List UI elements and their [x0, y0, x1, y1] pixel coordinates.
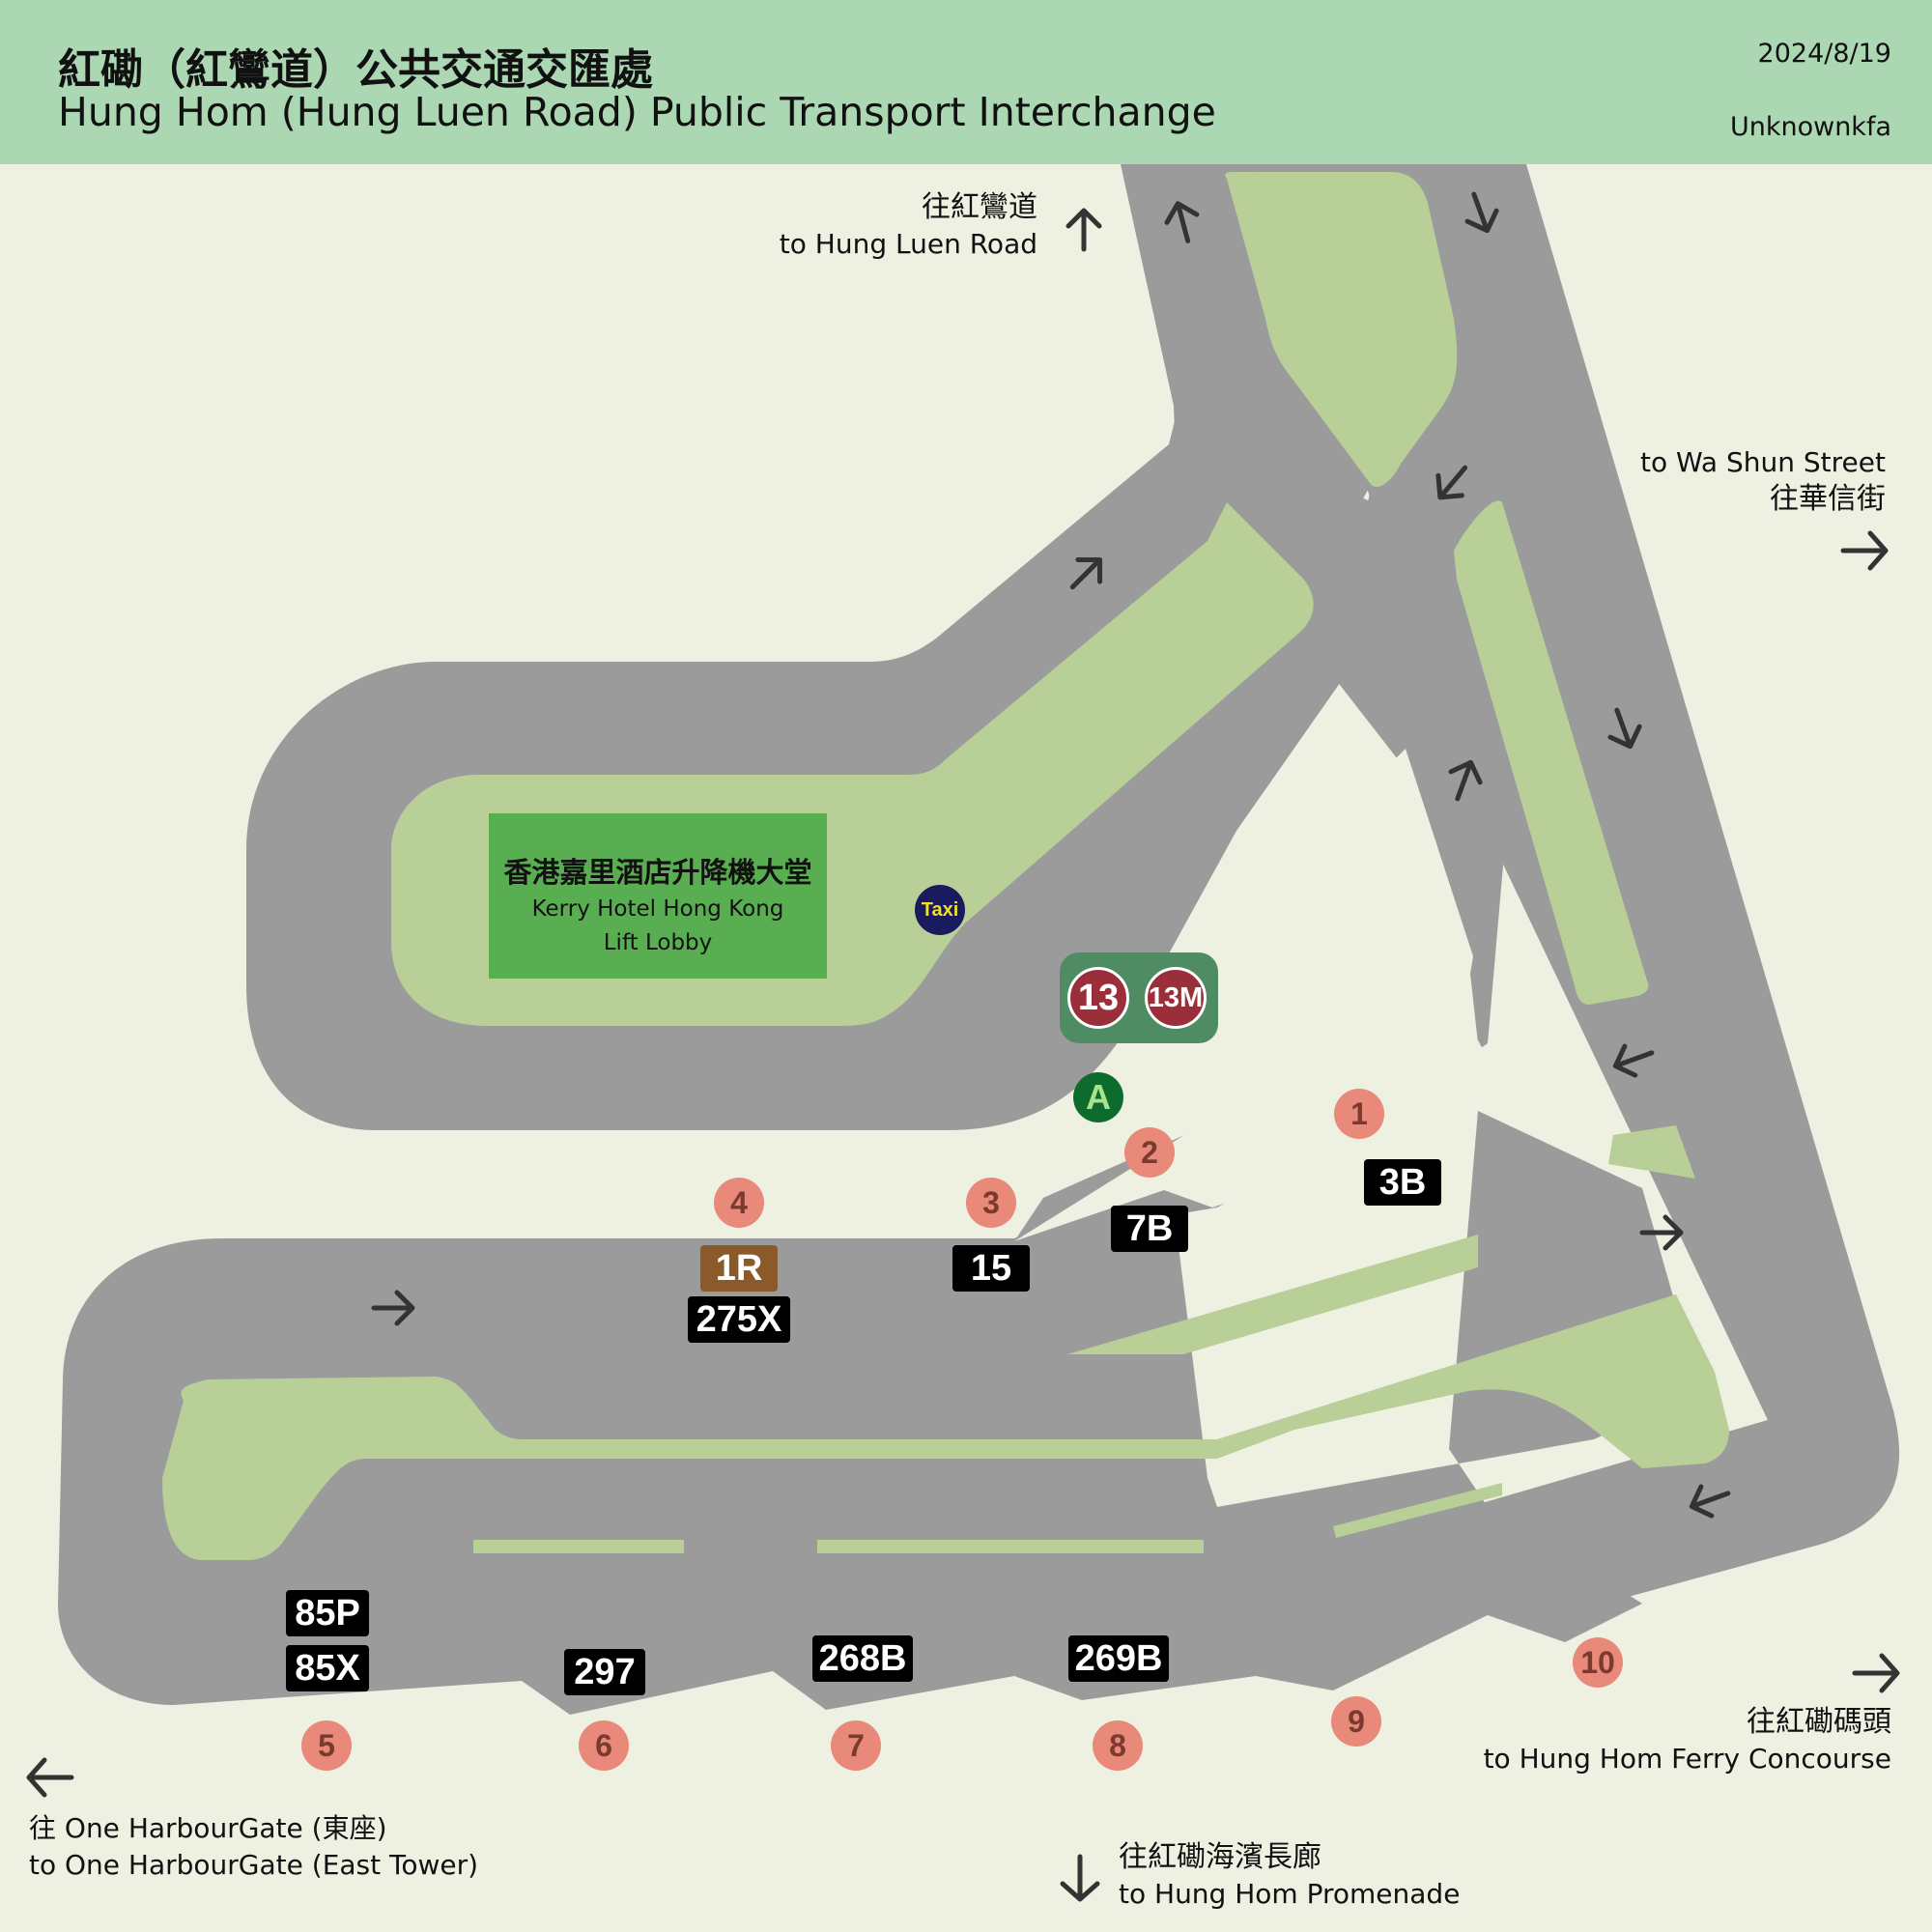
- minibus-route-13m: 13M: [1145, 967, 1207, 1029]
- bay-5: 5: [301, 1720, 352, 1771]
- direction-hung-luen-road: 往紅鸞道 to Hung Luen Road: [780, 189, 1037, 263]
- direction-en: to Wa Shun Street: [1640, 446, 1886, 478]
- arrow-left-icon: [1612, 1043, 1655, 1078]
- arrow-left-icon: [1689, 1484, 1731, 1519]
- lobby-zh: 香港嘉里酒店升降機大堂: [503, 856, 812, 889]
- direction-en: to One HarbourGate (East Tower): [29, 1849, 479, 1881]
- down-arrow-icon: [1060, 1854, 1100, 1902]
- direction-zh: 往華信街: [1770, 482, 1886, 516]
- bay-9: 9: [1331, 1696, 1381, 1747]
- road-lower-loop: [58, 1111, 1700, 1715]
- left-arrow-icon: [26, 1757, 74, 1798]
- route-297: 297: [564, 1649, 645, 1695]
- title-english: Hung Hom (Hung Luen Road) Public Transpo…: [58, 89, 1216, 135]
- route-269b: 269B: [1068, 1635, 1169, 1682]
- title-chinese: 紅磡（紅鸞道）公共交通交匯處: [58, 45, 653, 95]
- island-east-small: [1608, 1125, 1695, 1179]
- traffic-arrows: [371, 191, 1731, 1519]
- header-bar: 紅磡（紅鸞道）公共交通交匯處 Hung Hom (Hung Luen Road)…: [0, 0, 1932, 164]
- direction-zh: 往紅磡碼頭: [1747, 1705, 1891, 1739]
- island-median-3: [817, 1540, 1204, 1553]
- lobby-en-line1: Kerry Hotel Hong Kong: [531, 896, 784, 922]
- minibus-route-13: 13: [1067, 967, 1129, 1029]
- route-1r: 1R: [700, 1245, 778, 1292]
- lobby-en-line2: Lift Lobby: [603, 930, 713, 955]
- direction-zh: 往紅磡海濱長廊: [1119, 1840, 1321, 1874]
- bay-2: 2: [1124, 1127, 1175, 1178]
- island-top: [1225, 172, 1458, 487]
- direction-en: to Hung Hom Promenade: [1119, 1878, 1461, 1910]
- bay-10: 10: [1573, 1637, 1623, 1688]
- arrow-right-icon: [371, 1290, 415, 1326]
- arrow-up-right-icon: [1069, 556, 1103, 590]
- direction-ferry-concourse: 往紅磡碼頭 to Hung Hom Ferry Concourse: [1484, 1704, 1891, 1777]
- exit-a-badge: A: [1073, 1072, 1123, 1122]
- exit-arrows: [26, 530, 1900, 1902]
- route-85x: 85X: [286, 1645, 369, 1691]
- bay-7: 7: [831, 1720, 881, 1771]
- arrow-up-icon: [1448, 759, 1483, 802]
- direction-zh: 往 One HarbourGate (東座): [29, 1812, 387, 1844]
- direction-promenade: 往紅磡海濱長廊 to Hung Hom Promenade: [1119, 1839, 1460, 1913]
- route-275x: 275X: [688, 1296, 790, 1343]
- route-3b: 3B: [1364, 1159, 1441, 1206]
- arrow-down-icon: [1607, 707, 1642, 750]
- right-arrow-icon: [1840, 530, 1889, 571]
- route-15: 15: [952, 1245, 1030, 1292]
- bay-8: 8: [1093, 1720, 1143, 1771]
- route-268b: 268B: [812, 1635, 913, 1682]
- island-median-1: [1067, 1235, 1478, 1354]
- route-85p: 85P: [286, 1590, 369, 1636]
- bay-6: 6: [579, 1720, 629, 1771]
- arrow-down-icon: [1435, 465, 1468, 500]
- direction-zh: 往紅鸞道: [922, 190, 1037, 224]
- island-east-long: [1454, 500, 1649, 1005]
- direction-en: to Hung Luen Road: [779, 228, 1037, 260]
- right-arrow-icon: [1852, 1653, 1900, 1693]
- arrow-up-icon: [1065, 208, 1102, 252]
- island-median-4: [1333, 1483, 1502, 1538]
- bay-3: 3: [966, 1178, 1016, 1228]
- direction-one-harbourgate: 往 One HarbourGate (東座) to One HarbourGat…: [29, 1810, 478, 1884]
- island-lower-loop: [162, 1294, 1729, 1560]
- direction-wa-shun-street: to Wa Shun Street 往華信街: [1640, 444, 1886, 518]
- arrow-right-icon: [1639, 1214, 1684, 1251]
- map-date: 2024/8/19: [1757, 39, 1891, 69]
- direction-en: to Hung Hom Ferry Concourse: [1483, 1743, 1891, 1775]
- island-median-2: [473, 1540, 684, 1553]
- bay-1: 1: [1334, 1089, 1384, 1139]
- arrow-down-icon: [1464, 191, 1499, 234]
- kerry-hotel-lift-lobby: 香港嘉里酒店升降機大堂 Kerry Hotel Hong Kong Lift L…: [489, 813, 827, 979]
- map-author: Unknownkfa: [1729, 112, 1891, 142]
- bay-4: 4: [714, 1178, 764, 1228]
- road-middle: [1014, 483, 1507, 1241]
- taxi-stand-icon: Taxi: [915, 885, 965, 935]
- minibus-stop: 13 13M: [1060, 952, 1218, 1043]
- arrow-up-icon: [1164, 201, 1200, 243]
- route-7b: 7B: [1111, 1206, 1188, 1252]
